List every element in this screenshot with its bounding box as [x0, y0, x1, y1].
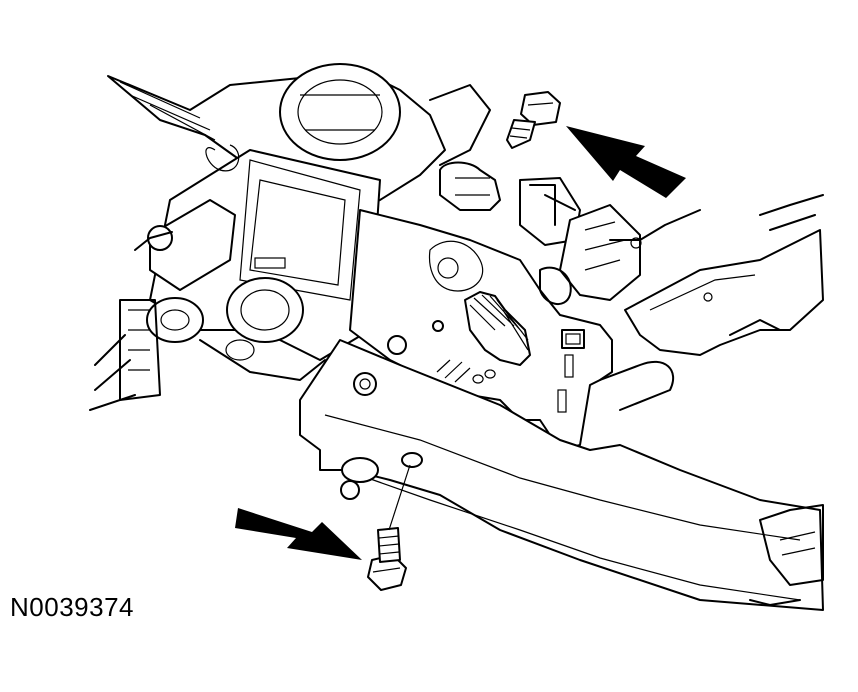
steering-column-housing: [107, 63, 491, 221]
tilt-mechanism: [89, 199, 326, 411]
arrow-upper-icon: [566, 126, 686, 198]
figure-reference-code: N0039374: [10, 592, 134, 622]
instrument-panel-crossbeam: [599, 194, 824, 411]
lower-bolt-icon: [367, 464, 411, 591]
wiring-and-connectors: [439, 161, 701, 305]
spring-boot: [436, 291, 531, 383]
arrow-lower-icon: [235, 508, 362, 560]
lower-crossbar: [299, 339, 824, 611]
upper-bolt-icon: [506, 91, 561, 149]
